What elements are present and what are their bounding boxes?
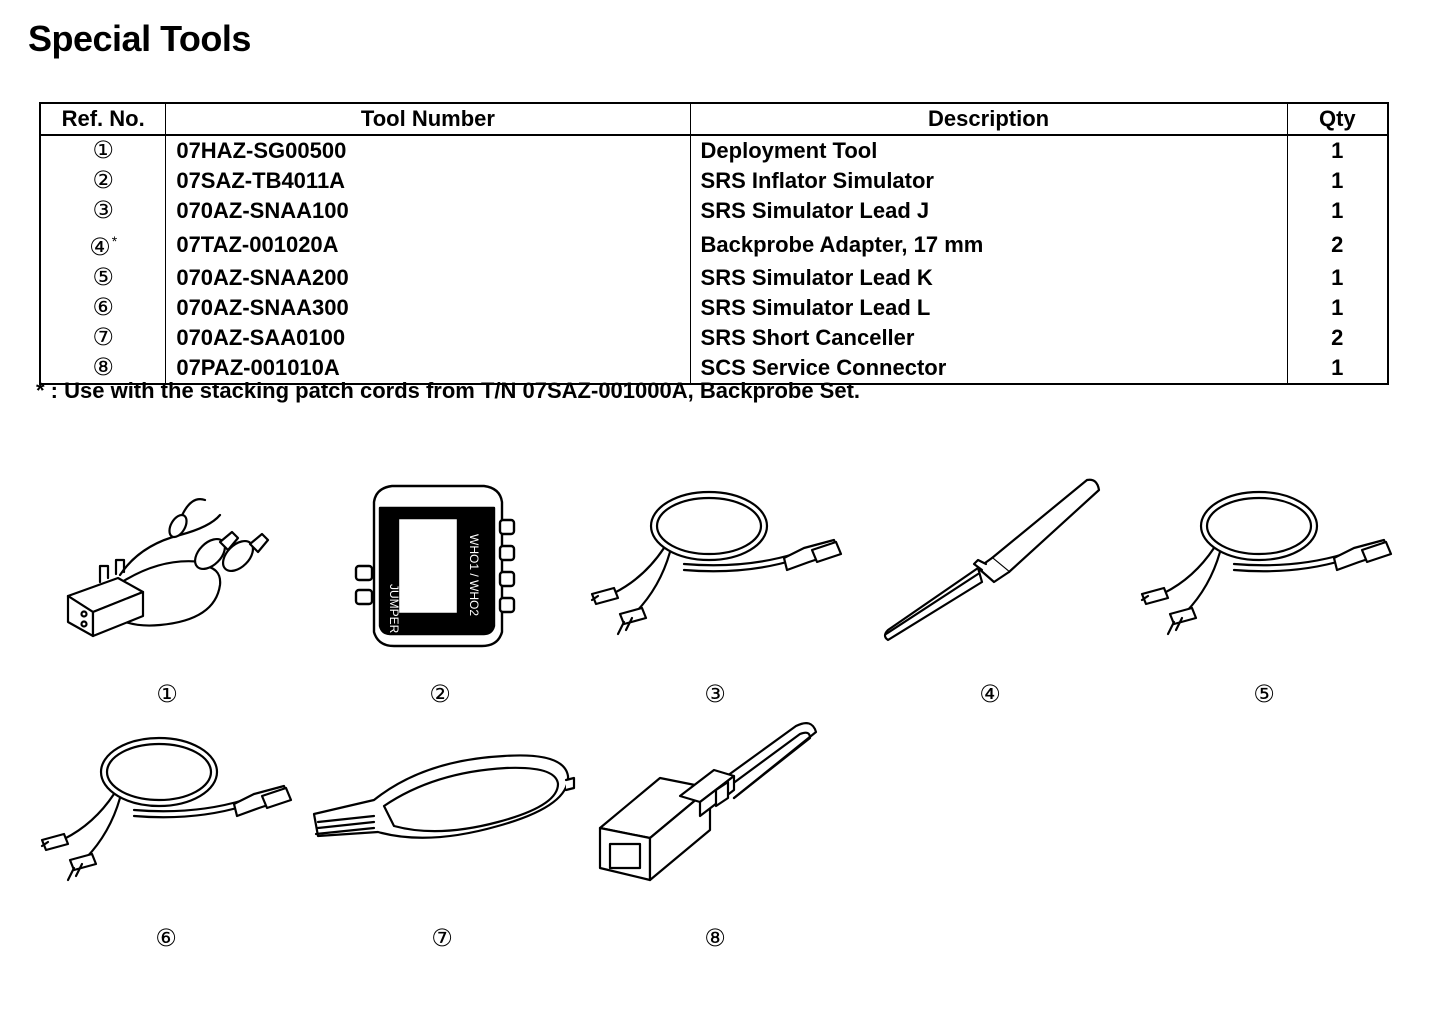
table-row: ① 07HAZ-SG00500 Deployment Tool 1 bbox=[40, 135, 1388, 166]
page-title: Special Tools bbox=[28, 18, 251, 59]
column-header-ref-no: Ref. No. bbox=[40, 103, 167, 136]
column-header-tool-number: Tool Number bbox=[165, 103, 691, 136]
service-connector-illustration bbox=[596, 718, 836, 888]
figure-label: ⑤ bbox=[1253, 681, 1275, 708]
tool-number-cell: 07PAZ-001010A bbox=[165, 353, 691, 384]
description-cell: SCS Service Connector bbox=[690, 353, 1288, 384]
qty-cell: 1 bbox=[1331, 138, 1344, 163]
column-header-description: Description bbox=[690, 103, 1288, 136]
figure-label: ⑦ bbox=[431, 925, 453, 952]
simulator-lead-k-illustration bbox=[1134, 476, 1404, 656]
table-row: ⑤ 070AZ-SNAA200 SRS Simulator Lead K 1 bbox=[40, 263, 1388, 293]
footnote-marker: * bbox=[111, 233, 118, 249]
description-cell: Deployment Tool bbox=[690, 135, 1288, 166]
table-header-row: Ref. No. Tool Number Description Qty bbox=[40, 103, 1388, 136]
table-row: ④* 07TAZ-001020A Backprobe Adapter, 17 m… bbox=[40, 226, 1388, 263]
qty-cell: 2 bbox=[1331, 231, 1344, 257]
ref-number: ⑤ bbox=[92, 264, 114, 291]
table-row: ③ 070AZ-SNAA100 SRS Simulator Lead J 1 bbox=[40, 196, 1388, 226]
tool-number-cell: 070AZ-SNAA100 bbox=[165, 196, 691, 226]
tool-number-cell: 070AZ-SAA0100 bbox=[165, 323, 691, 353]
qty-cell: 1 bbox=[1331, 168, 1344, 193]
ref-cell: ⑧ bbox=[40, 353, 167, 384]
ref-cell: ⑦ bbox=[40, 323, 167, 353]
ref-number: ④ bbox=[89, 234, 111, 261]
description-cell: SRS Simulator Lead J bbox=[690, 196, 1288, 226]
qty-cell: 2 bbox=[1331, 325, 1344, 350]
simulator-lead-l-illustration bbox=[34, 722, 304, 902]
figure-label: ② bbox=[429, 681, 451, 708]
simulator-lead-j-illustration bbox=[584, 476, 854, 656]
description-cell: SRS Simulator Lead K bbox=[690, 263, 1288, 293]
who-label: WHO1 / WHO2 bbox=[467, 534, 481, 616]
short-canceller-illustration bbox=[304, 750, 584, 860]
figure-label: ⑥ bbox=[155, 925, 177, 952]
tool-number-cell: 07TAZ-001020A bbox=[165, 226, 691, 263]
ref-number: ① bbox=[92, 137, 114, 164]
description-cell: SRS Short Canceller bbox=[690, 323, 1288, 353]
table-row: ⑥ 070AZ-SNAA300 SRS Simulator Lead L 1 bbox=[40, 293, 1388, 323]
jumper-label: JUMPER bbox=[387, 584, 401, 634]
ref-cell: ① bbox=[40, 135, 167, 166]
qty-cell: 1 bbox=[1331, 295, 1344, 320]
tool-number-cell: 07SAZ-TB4011A bbox=[165, 166, 691, 196]
description-cell: Backprobe Adapter, 17 mm bbox=[690, 226, 1288, 263]
qty-cell: 1 bbox=[1331, 355, 1344, 380]
ref-number: ⑦ bbox=[92, 324, 114, 351]
description-cell: SRS Simulator Lead L bbox=[690, 293, 1288, 323]
ref-cell: ⑤ bbox=[40, 263, 167, 293]
table-row: ② 07SAZ-TB4011A SRS Inflator Simulator 1 bbox=[40, 166, 1388, 196]
ref-cell: ⑥ bbox=[40, 293, 167, 323]
table-row: ⑧ 07PAZ-001010A SCS Service Connector 1 bbox=[40, 353, 1388, 384]
deployment-tool-illustration bbox=[60, 490, 290, 650]
ref-number: ② bbox=[92, 167, 114, 194]
ref-number: ⑥ bbox=[92, 294, 114, 321]
tool-number-cell: 070AZ-SNAA200 bbox=[165, 263, 691, 293]
backprobe-adapter-illustration bbox=[872, 478, 1112, 648]
column-header-qty: Qty bbox=[1287, 103, 1388, 136]
table-row: ⑦ 070AZ-SAA0100 SRS Short Canceller 2 bbox=[40, 323, 1388, 353]
ref-number: ③ bbox=[92, 197, 114, 224]
footnote: * : Use with the stacking patch cords fr… bbox=[36, 378, 861, 403]
ref-cell: ③ bbox=[40, 196, 167, 226]
description-cell: SRS Inflator Simulator bbox=[690, 166, 1288, 196]
inflator-simulator-illustration: JUMPER WHO1 / WHO2 bbox=[348, 478, 528, 658]
ref-cell: ② bbox=[40, 166, 167, 196]
qty-cell: 1 bbox=[1331, 198, 1344, 223]
figure-label: ④ bbox=[979, 681, 1001, 708]
figure-label: ① bbox=[156, 681, 178, 708]
tool-number-cell: 07HAZ-SG00500 bbox=[165, 135, 691, 166]
qty-cell: 1 bbox=[1331, 265, 1344, 290]
figure-label: ③ bbox=[704, 681, 726, 708]
ref-cell: ④* bbox=[40, 226, 167, 263]
tool-number-cell: 070AZ-SNAA300 bbox=[165, 293, 691, 323]
figure-label: ⑧ bbox=[704, 925, 726, 952]
ref-number: ⑧ bbox=[92, 354, 114, 381]
special-tools-table: Ref. No. Tool Number Description Qty ① 0… bbox=[39, 102, 1389, 385]
